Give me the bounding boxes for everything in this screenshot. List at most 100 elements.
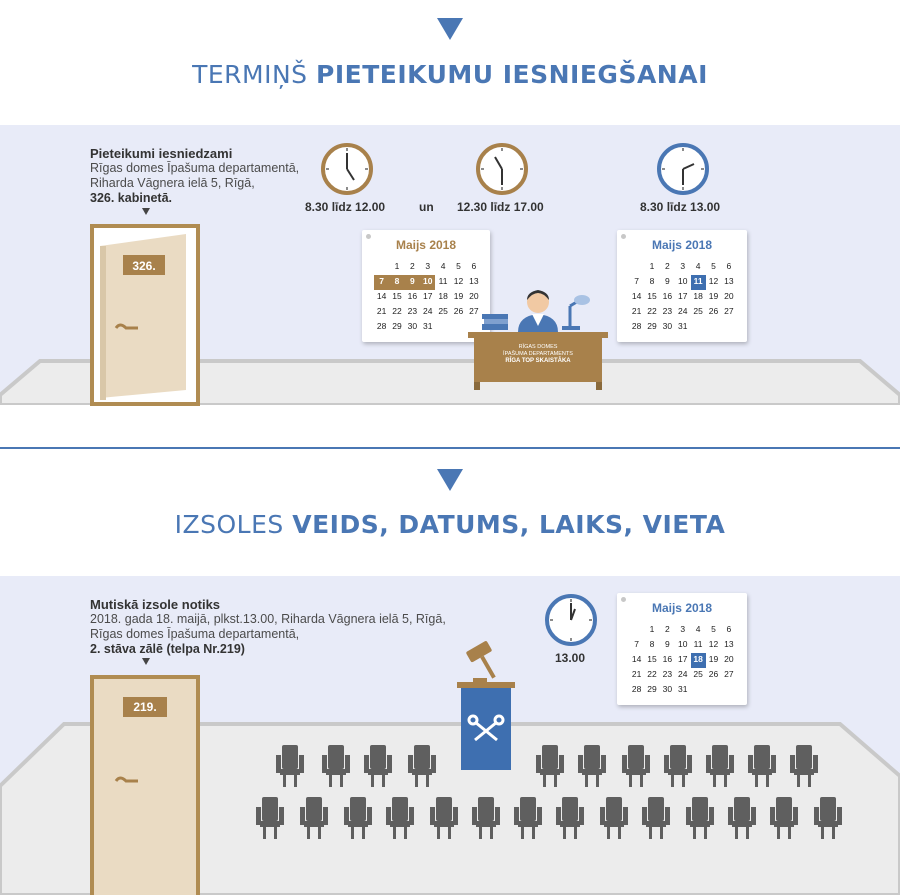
calendar-day <box>691 320 706 335</box>
calendar-day: 23 <box>662 306 673 316</box>
section-divider <box>0 447 900 449</box>
info-title: Mutiskā izsole notiks <box>90 597 221 612</box>
calendar-day: 20 <box>724 654 734 664</box>
calendar-day: 23 <box>407 306 418 316</box>
calendar-day: 12 <box>708 276 719 286</box>
time-label: 13.00 <box>555 651 586 665</box>
time-label: 8.30 līdz 13.00 <box>640 200 721 214</box>
calendar-day: 14 <box>376 291 387 301</box>
calendar-day: 15 <box>647 291 657 301</box>
calendar-day: 18 <box>693 291 703 301</box>
calendar-day: 14 <box>631 291 642 301</box>
calendar-day: 26 <box>708 669 719 679</box>
calendar-day: 3 <box>680 261 686 271</box>
calendar-day: 20 <box>469 291 479 301</box>
calendar-day <box>629 623 644 638</box>
calendar-day: 6 <box>471 261 477 271</box>
calendar-day: 14 <box>631 654 642 664</box>
calendar-day: 13 <box>724 276 734 286</box>
calendar-day: 28 <box>376 321 387 331</box>
calendar-day: 27 <box>469 306 479 316</box>
calendar-day: 13 <box>469 276 479 286</box>
clock-icon <box>657 143 709 195</box>
desk-text: RĪGAS DOMES <box>518 344 558 350</box>
calendar-day: 21 <box>376 306 387 316</box>
calendar-month: Maijs 2018 <box>395 238 457 252</box>
calendar-day: 17 <box>422 291 433 301</box>
calendar-day: 4 <box>440 261 446 271</box>
calendar-day: 19 <box>708 654 719 664</box>
calendar-day <box>436 320 451 335</box>
info-line: Rīgas domes Īpašuma departamentā, <box>90 161 300 175</box>
calendar-day: 10 <box>677 639 688 649</box>
calendar-month: Maijs 2018 <box>651 238 713 252</box>
open-door-326 <box>90 224 200 406</box>
calendar-day: 16 <box>407 291 418 301</box>
calendar-day: 26 <box>453 306 464 316</box>
calendar-day: 13 <box>724 639 734 649</box>
calendar-day: 6 <box>726 261 732 271</box>
calendar-day <box>451 320 466 335</box>
calendar-day: 2 <box>664 624 670 634</box>
calendar-day: 16 <box>662 291 673 301</box>
calendar-day: 17 <box>677 291 688 301</box>
desk-slogan: RĪGA TOP SKAISTĀKA <box>505 358 571 364</box>
clock-icon <box>321 143 373 195</box>
door-number-326: 326. <box>132 259 156 273</box>
info-line: 2. stāva zālē (telpa Nr.219) <box>90 642 245 656</box>
calendar-day: 28 <box>631 321 642 331</box>
calendar-day: 31 <box>677 684 688 694</box>
calendar-day: 11 <box>438 276 448 286</box>
calendar-day: 25 <box>438 306 448 316</box>
calendar-day: 6 <box>726 624 732 634</box>
closed-door-219 <box>90 675 200 895</box>
section-heading-auction: IZSOLES VEIDS, DATUMS, LAIKS, VIETA <box>174 510 726 539</box>
calendar-day <box>706 320 721 335</box>
calendar-day: 16 <box>662 654 673 664</box>
time-label: 8.30 līdz 12.00 <box>305 200 386 214</box>
pin-icon <box>621 234 626 239</box>
down-arrow-icon <box>437 18 463 40</box>
calendar-day: 4 <box>695 624 701 634</box>
calendar-day: 25 <box>693 306 703 316</box>
pointer-arrow-icon <box>142 208 150 215</box>
calendar-day: 21 <box>631 669 642 679</box>
calendar-day: 7 <box>634 276 639 286</box>
calendar-day: 19 <box>708 291 719 301</box>
calendar-day: 8 <box>649 276 655 286</box>
calendar-day: 22 <box>392 306 402 316</box>
desk-logo: RĪGAS DOMES ĪPAŠUMA DEPARTAMENTS RĪGA TO… <box>480 344 596 365</box>
calendar-day: 19 <box>453 291 464 301</box>
chair-row-2 <box>256 797 842 839</box>
calendar-day: 23 <box>662 669 673 679</box>
calendar-day: 10 <box>420 275 436 290</box>
calendar-day: 3 <box>680 624 686 634</box>
calendar-day: 15 <box>392 291 402 301</box>
calendar-day: 15 <box>647 654 657 664</box>
calendar-day: 28 <box>631 684 642 694</box>
calendar-day: 3 <box>425 261 431 271</box>
submission-info: Pieteikumi iesniedzami Rīgas domes Īpašu… <box>90 146 320 206</box>
calendar-day: 4 <box>695 261 701 271</box>
calendar-day: 22 <box>647 306 657 316</box>
calendar-day: 1 <box>394 261 400 271</box>
calendar-day: 8 <box>389 275 405 290</box>
calendar-day: 11 <box>690 275 706 290</box>
calendar-day: 9 <box>404 275 420 290</box>
calendar-day <box>706 683 721 698</box>
calendar-day: 24 <box>677 306 688 316</box>
time-label: 12.30 līdz 17.00 <box>457 200 544 214</box>
pin-icon <box>621 597 626 602</box>
calendar-day: 30 <box>662 321 673 331</box>
